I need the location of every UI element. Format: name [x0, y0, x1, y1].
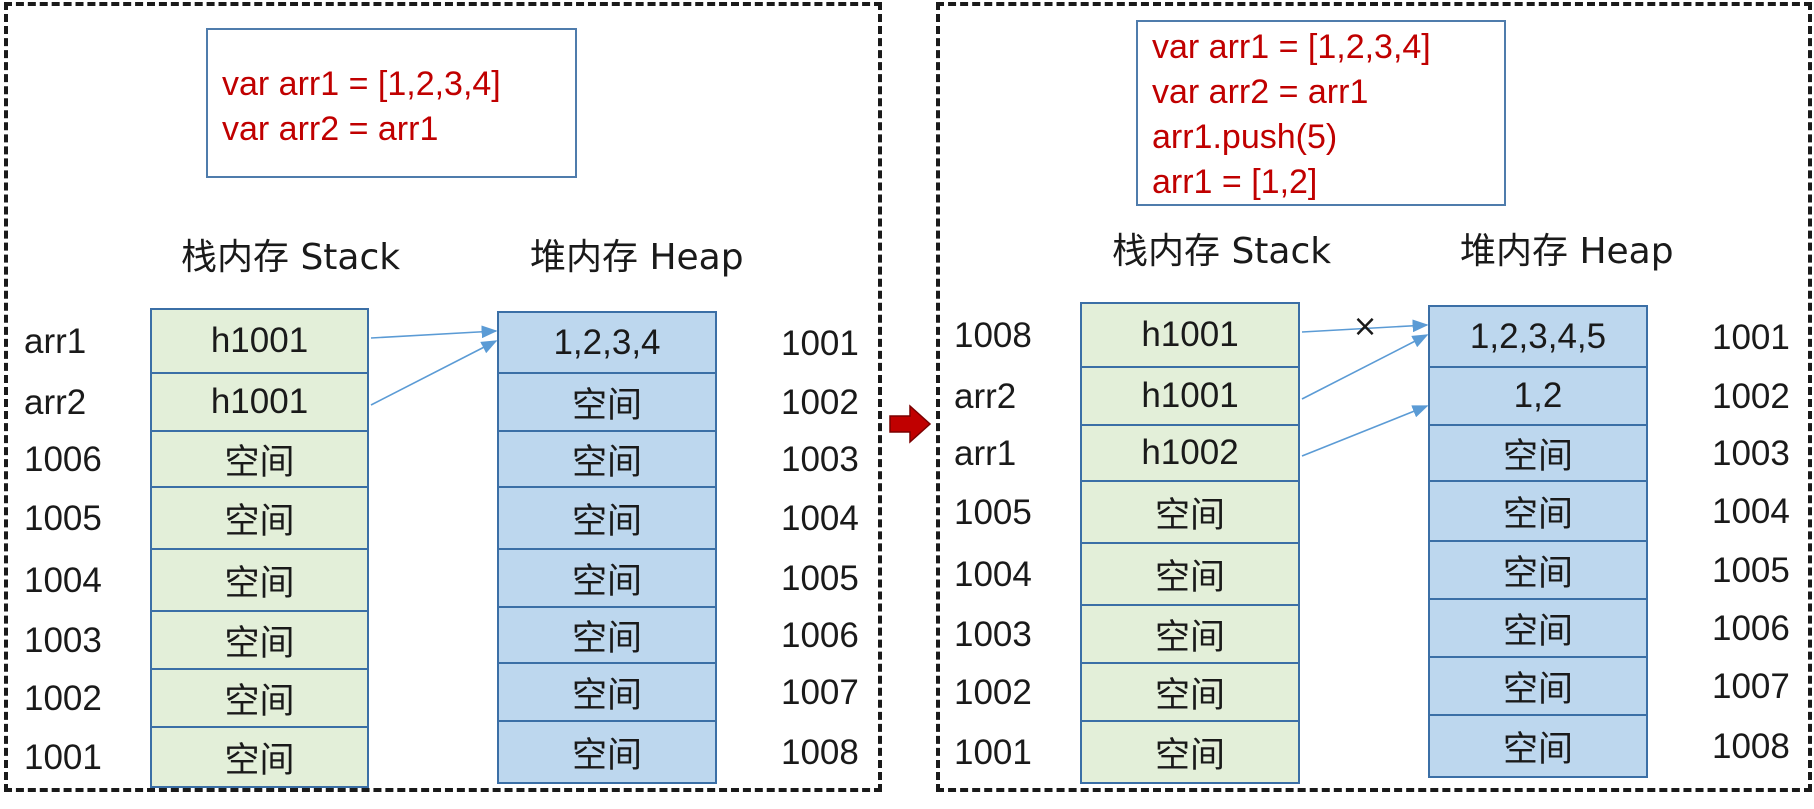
stack-address-label: arr1 [954, 434, 1017, 473]
stack-address-label: arr2 [954, 377, 1017, 416]
broken-pointer-arrow [1301, 319, 1429, 333]
stack-cell: 空间 [1080, 720, 1300, 784]
stack-cell: h1001 [1080, 366, 1300, 426]
heap-cell: 1,2,3,4 [497, 311, 717, 374]
pointer-arrow [370, 340, 498, 406]
code-snippet-after: var arr1 = [1,2,3,4] var arr2 = arr1 arr… [1136, 20, 1506, 206]
diagram-panel-before [4, 2, 882, 792]
stack-address-label: arr2 [24, 383, 87, 422]
stack-cell: h1001 [150, 308, 369, 374]
code-line: arr1.push(5) [1152, 118, 1338, 156]
heap-title: 堆内存 Heap [530, 237, 744, 278]
stack-cell: 空间 [150, 430, 369, 488]
stack-cell: 空间 [150, 548, 369, 612]
heap-address-label: 1005 [1712, 551, 1790, 590]
heap-address-label: 1007 [781, 673, 859, 712]
stack-address-label: 1002 [24, 679, 102, 718]
heap-address-label: 1008 [1712, 727, 1790, 766]
heap-cell: 空间 [1428, 540, 1648, 600]
heap-address-label: 1003 [1712, 434, 1790, 473]
diagram-panel-after [936, 2, 1812, 792]
heap-address-label: 1001 [781, 323, 859, 363]
heap-address-label: 1003 [781, 440, 859, 479]
heap-cell: 空间 [1428, 424, 1648, 482]
stack-address-label: 1004 [24, 561, 102, 600]
heap-title: 堆内存 Heap [1460, 231, 1674, 272]
stack-cell: 空间 [150, 486, 369, 550]
stack-cell: h1001 [150, 372, 369, 432]
heap-cell: 1,2,3,4,5 [1428, 305, 1648, 368]
stack-address-label: 1005 [954, 493, 1032, 532]
stack-cell: 空间 [1080, 604, 1300, 664]
heap-cell: 空间 [1428, 714, 1648, 778]
heap-address-label: 1007 [1712, 667, 1790, 706]
stack-address-label: 1006 [24, 440, 102, 479]
stack-address-label: 1004 [954, 555, 1032, 594]
stack-cell: 空间 [1080, 542, 1300, 606]
heap-address-label: 1004 [781, 499, 859, 538]
heap-cell: 空间 [1428, 656, 1648, 716]
stack-address-label: arr1 [24, 322, 87, 361]
heap-address-label: 1005 [781, 559, 859, 598]
heap-cell: 1,2 [1428, 366, 1648, 426]
code-line: arr1 = [1,2] [1152, 163, 1318, 201]
heap-address-label: 1001 [1712, 317, 1790, 357]
pointer-arrow [370, 325, 498, 339]
heap-address-label: 1006 [781, 616, 859, 655]
stack-address-label: 1001 [24, 738, 102, 777]
heap-address-label: 1008 [781, 733, 859, 772]
stack-cell: 空间 [150, 610, 369, 670]
heap-address-label: 1002 [1712, 377, 1790, 416]
heap-cell: 空间 [497, 486, 717, 550]
heap-cell: 空间 [497, 662, 717, 722]
stack-cell: 空间 [1080, 480, 1300, 544]
stack-address-label: 1003 [954, 615, 1032, 654]
stack-cell: 空间 [1080, 662, 1300, 722]
heap-cell: 空间 [497, 430, 717, 488]
heap-cell: 空间 [497, 720, 717, 784]
heap-cell: 空间 [497, 606, 717, 664]
stack-cell: h1001 [1080, 302, 1300, 368]
code-line: var arr2 = arr1 [1152, 73, 1369, 111]
stack-cell: h1002 [1080, 424, 1300, 482]
stack-title: 栈内存 Stack [181, 237, 401, 278]
stack-cell: 空间 [150, 726, 369, 788]
heap-cell: 空间 [1428, 480, 1648, 542]
stack-address-label: 1001 [954, 733, 1032, 772]
stack-address-label: 1002 [954, 673, 1032, 712]
stack-address-label: 1003 [24, 621, 102, 660]
code-snippet-before: var arr1 = [1,2,3,4] var arr2 = arr1 [206, 28, 577, 178]
code-line: var arr1 = [1,2,3,4] [1152, 28, 1431, 66]
stack-address-label: 1005 [24, 499, 102, 538]
right-arrow-icon [889, 404, 932, 444]
heap-cell: 空间 [1428, 598, 1648, 658]
pointer-arrow [1301, 405, 1429, 457]
heap-address-label: 1004 [1712, 492, 1790, 531]
stack-address-label: 1008 [954, 316, 1032, 355]
pointer-arrow [1301, 334, 1429, 400]
heap-address-label: 1006 [1712, 609, 1790, 648]
broken-link-mark: × [1352, 308, 1378, 344]
stack-title: 栈内存 Stack [1112, 231, 1332, 272]
heap-address-label: 1002 [781, 383, 859, 422]
code-line: var arr1 = [1,2,3,4] [222, 65, 501, 103]
code-line: var arr2 = arr1 [222, 110, 439, 148]
stack-cell: 空间 [150, 668, 369, 728]
heap-cell: 空间 [497, 548, 717, 608]
heap-cell: 空间 [497, 372, 717, 432]
